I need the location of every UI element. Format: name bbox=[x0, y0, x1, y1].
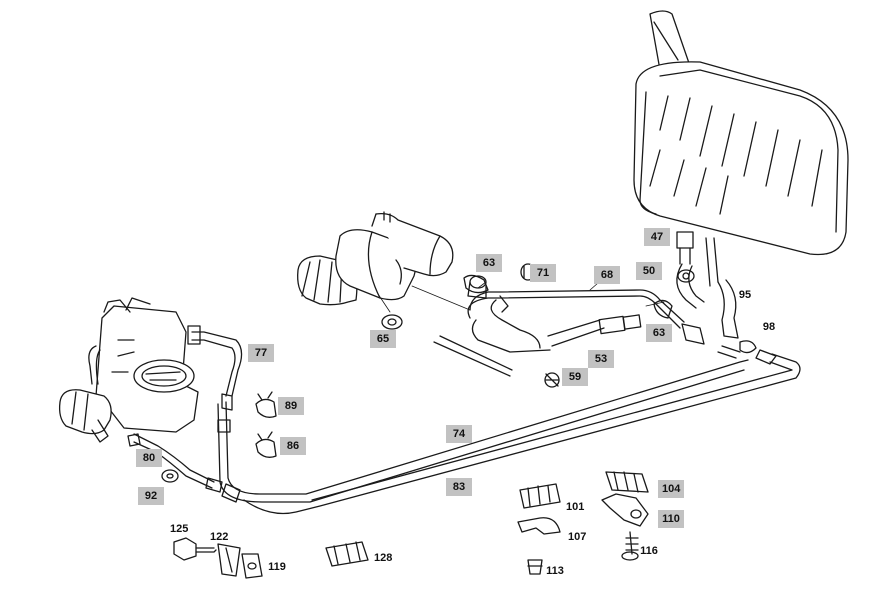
leader-lines bbox=[377, 275, 665, 313]
main-fuel-lines bbox=[217, 345, 801, 515]
callout-116: 116 bbox=[640, 545, 658, 557]
callout-113: 113 bbox=[546, 565, 564, 577]
callout-107: 107 bbox=[568, 531, 587, 543]
callout-50: 50 bbox=[636, 262, 662, 280]
callout-98: 98 bbox=[762, 321, 776, 333]
fuel-tank bbox=[633, 10, 849, 287]
line-brackets bbox=[517, 471, 649, 575]
callout-119: 119 bbox=[268, 561, 286, 573]
fuel-pumps-and-filter bbox=[297, 211, 454, 306]
callout-95: 95 bbox=[738, 289, 752, 301]
callout-63-upper: 63 bbox=[476, 254, 502, 272]
callout-65: 65 bbox=[370, 330, 396, 348]
pump-connection-lines bbox=[433, 274, 705, 377]
callout-110: 110 bbox=[658, 510, 684, 528]
callout-59: 59 bbox=[562, 368, 588, 386]
callout-53: 53 bbox=[588, 350, 614, 368]
callout-63-lower: 63 bbox=[646, 324, 672, 342]
callout-74: 74 bbox=[446, 425, 472, 443]
callout-80: 80 bbox=[136, 449, 162, 467]
callout-47: 47 bbox=[644, 228, 670, 246]
line-clips-89-86 bbox=[255, 391, 277, 458]
callout-68: 68 bbox=[594, 266, 620, 284]
callout-125: 125 bbox=[170, 523, 189, 535]
line-77 bbox=[187, 325, 243, 397]
callout-122: 122 bbox=[210, 531, 229, 543]
tank-outlet-fittings bbox=[676, 231, 757, 354]
callout-101: 101 bbox=[566, 501, 585, 513]
callout-83: 83 bbox=[446, 478, 472, 496]
callout-104: 104 bbox=[658, 480, 685, 498]
callout-86: 86 bbox=[280, 437, 306, 455]
callout-128: 128 bbox=[374, 552, 393, 564]
callout-89: 89 bbox=[278, 397, 304, 415]
callout-77: 77 bbox=[248, 344, 274, 362]
fastener-hardware bbox=[173, 537, 369, 579]
callout-71: 71 bbox=[530, 264, 556, 282]
fuel-distributor-assembly bbox=[58, 297, 199, 443]
callout-92: 92 bbox=[138, 487, 164, 505]
